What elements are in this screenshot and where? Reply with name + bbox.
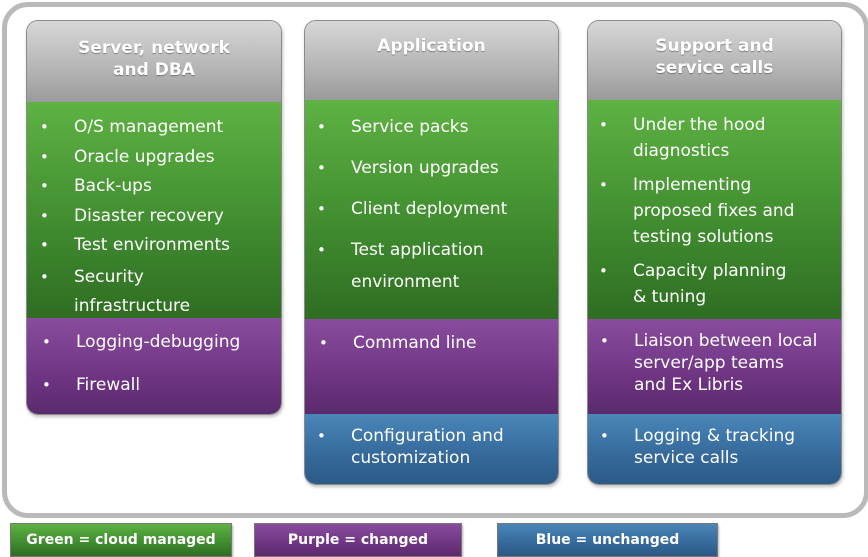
list-item: Command line xyxy=(319,331,477,355)
list-item: Test application environment xyxy=(317,234,507,298)
list-item: Firewall xyxy=(42,373,240,397)
purple-section: Logging-debugging Firewall xyxy=(27,318,281,414)
column-support-service-calls: Support and service calls Under the hood… xyxy=(587,20,842,485)
list-item: Configuration and customization xyxy=(317,425,504,469)
list-item: Service packs xyxy=(317,115,507,156)
column-title: Support and service calls xyxy=(655,36,774,78)
blue-section: Configuration and customization xyxy=(305,414,558,484)
legend-purple: Purple = changed xyxy=(254,523,462,557)
list-item: Liaison between local server/app teams a… xyxy=(600,330,817,396)
green-section: Service packs Version upgrades Client de… xyxy=(305,100,558,319)
purple-list: Liaison between local server/app teams a… xyxy=(600,330,817,396)
green-section: Under the hood diagnostics Implementing … xyxy=(588,100,841,319)
green-list: Service packs Version upgrades Client de… xyxy=(317,115,507,298)
column-header: Support and service calls xyxy=(588,21,841,114)
blue-list: Configuration and customization xyxy=(317,425,504,469)
list-item: Logging-debugging xyxy=(42,330,240,373)
blue-list: Logging & tracking service calls xyxy=(600,425,795,469)
column-header: Application xyxy=(305,21,558,114)
list-item: O/S management xyxy=(40,115,230,145)
list-item: Capacity planning & tuning xyxy=(599,258,794,310)
column-title: Application xyxy=(377,36,486,56)
column-title: Server, network and DBA xyxy=(78,38,230,80)
list-item: Version upgrades xyxy=(317,156,507,197)
list-item: Logging & tracking service calls xyxy=(600,425,795,469)
green-list: O/S management Oracle upgrades Back-ups … xyxy=(40,115,230,321)
list-item: Back-ups xyxy=(40,174,230,204)
purple-section: Command line xyxy=(305,319,558,414)
column-application: Application Service packs Version upgrad… xyxy=(304,20,559,485)
blue-section: Logging & tracking service calls xyxy=(588,414,841,484)
list-item: Oracle upgrades xyxy=(40,145,230,175)
list-item: Under the hood diagnostics xyxy=(599,112,794,164)
list-item: Disaster recovery xyxy=(40,204,230,234)
legend-green: Green = cloud managed xyxy=(10,523,232,557)
legend-blue: Blue = unchanged xyxy=(497,523,718,557)
green-list: Under the hood diagnostics Implementing … xyxy=(599,112,795,310)
purple-list: Command line xyxy=(319,331,477,355)
list-item: Security infrastructure xyxy=(40,263,230,321)
list-item: Test environments xyxy=(40,233,230,263)
green-section: O/S management Oracle upgrades Back-ups … xyxy=(27,102,281,318)
list-item: Implementing proposed fixes and testing … xyxy=(599,172,795,250)
list-item: Client deployment xyxy=(317,197,507,238)
purple-list: Logging-debugging Firewall xyxy=(42,330,240,397)
column-header: Server, network and DBA xyxy=(27,21,281,118)
column-server-network-dba: Server, network and DBA O/S management O… xyxy=(26,20,282,415)
purple-section: Liaison between local server/app teams a… xyxy=(588,319,841,414)
